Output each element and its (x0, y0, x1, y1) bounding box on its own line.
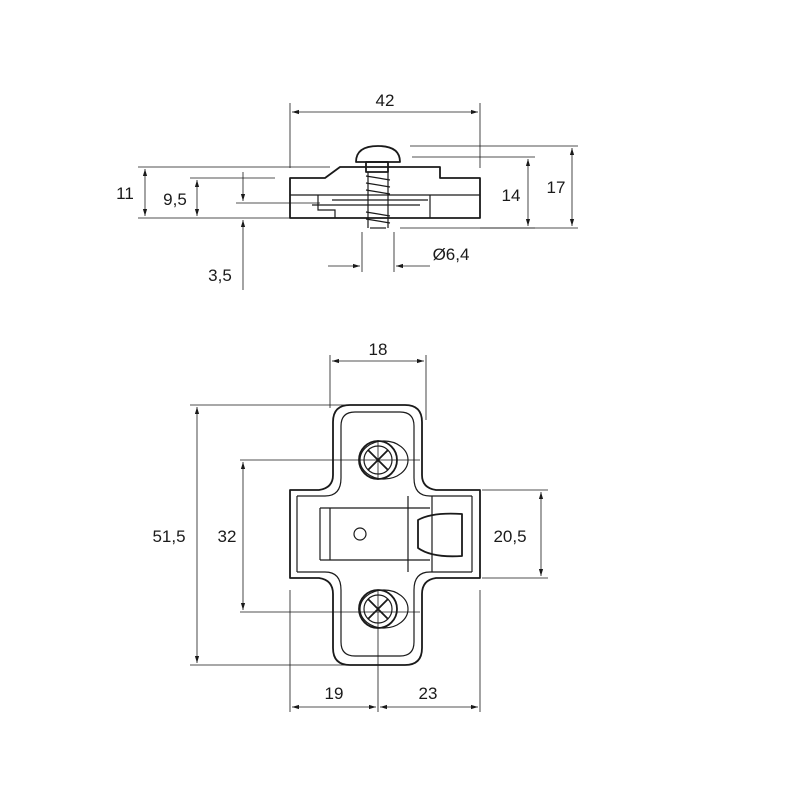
screw-thread (365, 172, 391, 229)
center-hole (353, 527, 367, 541)
plate-side-outline (289, 166, 481, 219)
dim-3-5-label: 3,5 (208, 266, 232, 285)
dim-18-label: 18 (369, 340, 388, 359)
dim-9-5-label: 9,5 (163, 190, 187, 209)
dim-diameter-label: Ø6,4 (433, 245, 470, 264)
dim-32-label: 32 (218, 527, 237, 546)
dim-23-label: 23 (419, 684, 438, 703)
dim-17-label: 17 (547, 178, 566, 197)
screw-neck (365, 161, 389, 173)
plate-top-outline (289, 404, 481, 666)
dim-11-label: 11 (116, 184, 134, 203)
dim-51-5-label: 51,5 (152, 527, 185, 546)
top-view: 18 51,5 32 20,5 19 23 (152, 340, 548, 712)
dim-14-label: 14 (502, 186, 521, 205)
screw-head (355, 145, 401, 163)
dim-20-5-label: 20,5 (493, 527, 526, 546)
bottom-screw (358, 589, 409, 629)
dim-42-label: 42 (376, 91, 395, 110)
side-view: 42 11 9,5 3,5 14 17 Ø6,4 (116, 91, 578, 290)
dim-19-label: 19 (325, 684, 344, 703)
latch-lever (417, 512, 463, 558)
